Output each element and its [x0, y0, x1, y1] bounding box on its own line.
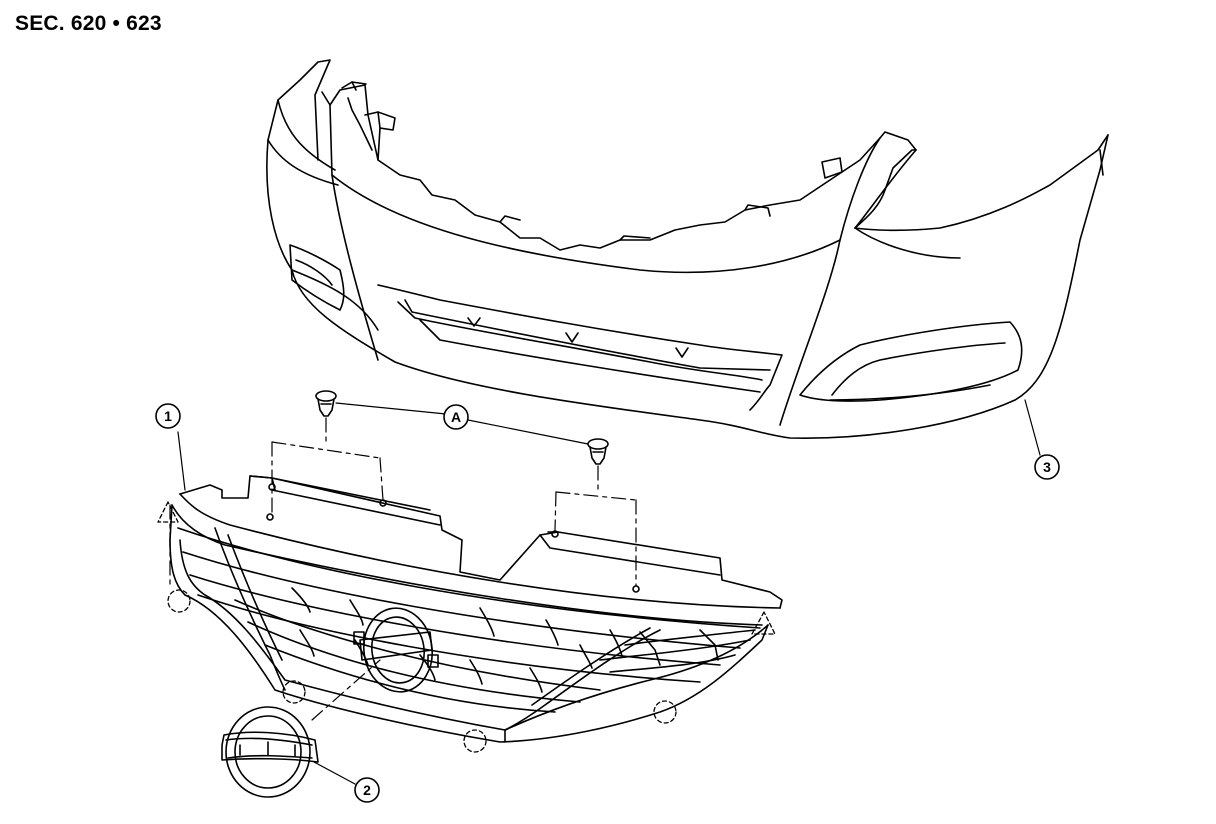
- section-title: SEC. 620 • 623: [15, 12, 162, 35]
- clip-location-markers: [157, 501, 776, 753]
- callout-a: A: [443, 404, 469, 430]
- callout-3-label: 3: [1043, 459, 1051, 475]
- bumper-fascia: [266, 59, 1109, 439]
- callout-1: 1: [155, 403, 181, 429]
- callout-3: 3: [1034, 454, 1060, 480]
- callout-2-label: 2: [363, 782, 371, 798]
- clip-left: [315, 390, 337, 417]
- callout-1-label: 1: [164, 408, 172, 424]
- clip-right: [587, 438, 609, 465]
- callout-2: 2: [354, 777, 380, 803]
- front-grille: [169, 475, 783, 743]
- callout-a-label: A: [451, 409, 461, 425]
- leader-lines: [177, 399, 1041, 785]
- dashed-guides: [169, 417, 637, 721]
- emblem: [221, 706, 319, 798]
